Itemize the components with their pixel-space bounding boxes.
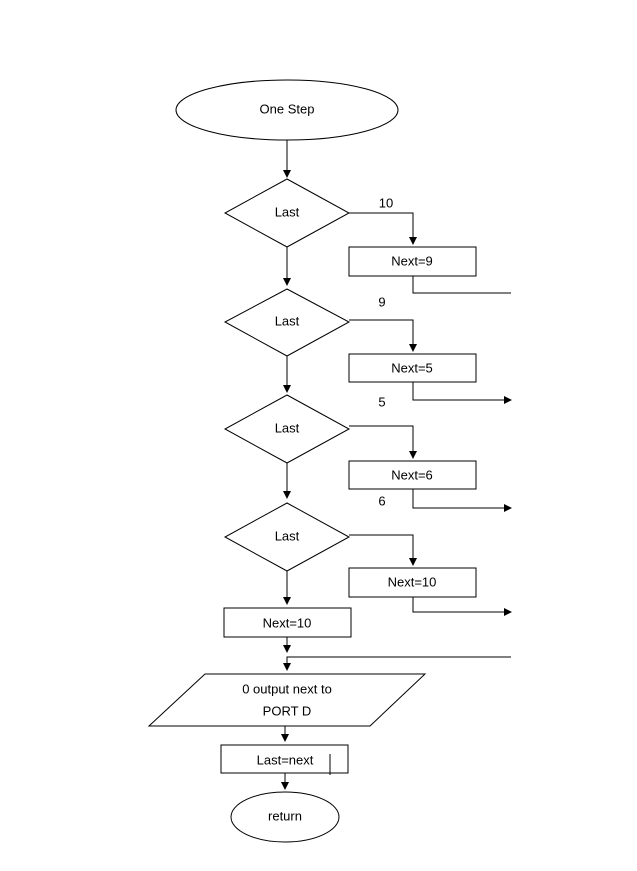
action-exit-connector-3 <box>412 489 512 512</box>
action-label-1: Next=9 <box>391 253 433 268</box>
decision-label-4: Last <box>275 528 300 543</box>
action-box-4 <box>348 567 477 598</box>
action-box-1 <box>348 246 477 277</box>
action-box-2 <box>348 353 477 383</box>
assign-box <box>220 744 349 774</box>
branch-label-4: 6 <box>378 493 385 508</box>
default-action-box <box>223 607 352 638</box>
end-node <box>230 791 340 843</box>
assign-label: Last=next <box>257 752 314 767</box>
branch-connector-4 <box>349 534 417 566</box>
branch-label-2: 9 <box>378 294 385 309</box>
branch-label-1: 10 <box>379 195 393 210</box>
output-label-line2: PORT D <box>263 703 312 718</box>
action-label-3: Next=6 <box>391 467 433 482</box>
action-exit-connector-4 <box>412 597 512 616</box>
branch-connector-1 <box>349 212 417 245</box>
branch-label-3: 5 <box>378 394 385 409</box>
action-exit-connector-1 <box>412 276 511 294</box>
action-label-4: Next=10 <box>388 574 437 589</box>
decision-label-3: Last <box>275 420 300 435</box>
default-action-label: Next=10 <box>263 615 312 630</box>
action-exit-connector-2 <box>412 382 512 404</box>
output-label-line1: 0 output next to <box>242 681 332 696</box>
decision-label-1: Last <box>275 204 300 219</box>
start-label: One Step <box>260 101 315 116</box>
merge-connector <box>283 656 511 671</box>
branch-connector-2 <box>349 319 417 352</box>
branch-connector-3 <box>349 425 417 459</box>
decision-label-2: Last <box>275 313 300 328</box>
end-label: return <box>268 808 302 823</box>
action-label-2: Next=5 <box>391 360 433 375</box>
output-node <box>147 673 427 727</box>
